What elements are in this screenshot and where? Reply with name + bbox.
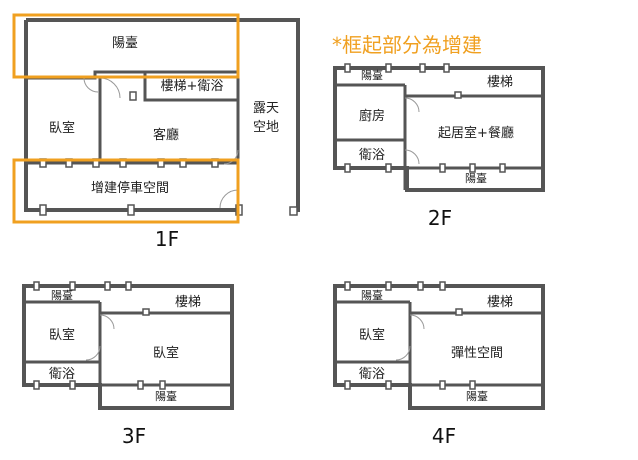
- room-3f-balcony-top: 陽臺: [51, 288, 73, 302]
- floor-3f: [22, 284, 234, 410]
- floor-label-2f: 2F: [428, 206, 452, 230]
- room-3f-stairs: 樓梯: [175, 295, 201, 310]
- wall-2f-outer: [333, 66, 545, 192]
- floor-label-1f: 1F: [155, 227, 179, 251]
- wall-1f-stairs: [143, 72, 238, 102]
- room-3f-balcony-bottom: 陽臺: [155, 389, 177, 403]
- room-1f-stairs-bath: 樓梯+衛浴: [161, 79, 224, 94]
- room-4f-balcony-bottom: 陽臺: [466, 389, 488, 403]
- room-3f-bedroom-small: 臥室: [49, 327, 75, 343]
- room-2f-balcony-bottom: 陽臺: [465, 171, 487, 185]
- room-2f-bath: 衛浴: [359, 148, 385, 163]
- room-2f-kitchen: 廚房: [359, 108, 385, 124]
- room-1f-parking: 增建停車空間: [91, 180, 169, 196]
- openings-4f: [344, 281, 476, 390]
- room-1f-living: 客廳: [153, 127, 179, 143]
- floor-label-4f: 4F: [432, 424, 456, 448]
- wall-1f-left-bottom: [24, 20, 238, 212]
- room-4f-stairs: 樓梯: [487, 295, 513, 310]
- room-1f-bedroom: 臥室: [49, 120, 75, 136]
- room-2f-living-dining: 起居室+餐廳: [438, 125, 514, 141]
- room-4f-flex: 彈性空間: [451, 346, 503, 361]
- openings-3f: [33, 281, 166, 390]
- room-1f-balcony: 陽臺: [112, 36, 138, 51]
- room-2f-stairs: 樓梯: [487, 75, 513, 90]
- openings-2f: [344, 63, 506, 173]
- room-4f-bath: 衛浴: [359, 367, 385, 382]
- room-3f-bath: 衛浴: [49, 367, 75, 382]
- room-4f-bedroom: 臥室: [359, 327, 385, 343]
- room-1f-open-space-2: 空地: [253, 120, 279, 135]
- highlight-balcony-1f: [12, 13, 240, 79]
- room-2f-balcony-top: 陽臺: [361, 68, 383, 82]
- floor-label-3f: 3F: [122, 424, 146, 448]
- room-3f-bedroom-large: 臥室: [153, 345, 179, 361]
- room-1f-open-space-1: 露天: [253, 101, 279, 116]
- annex-note: *框起部分為增建: [332, 33, 482, 57]
- doors-4f: [395, 314, 425, 361]
- doors-2f: [404, 97, 420, 165]
- doors-3f: [85, 314, 115, 361]
- highlight-parking-1f: [12, 158, 240, 224]
- wall-1f-top: [26, 18, 300, 212]
- floor-4f: [333, 284, 545, 410]
- room-4f-balcony-top: 陽臺: [361, 288, 383, 302]
